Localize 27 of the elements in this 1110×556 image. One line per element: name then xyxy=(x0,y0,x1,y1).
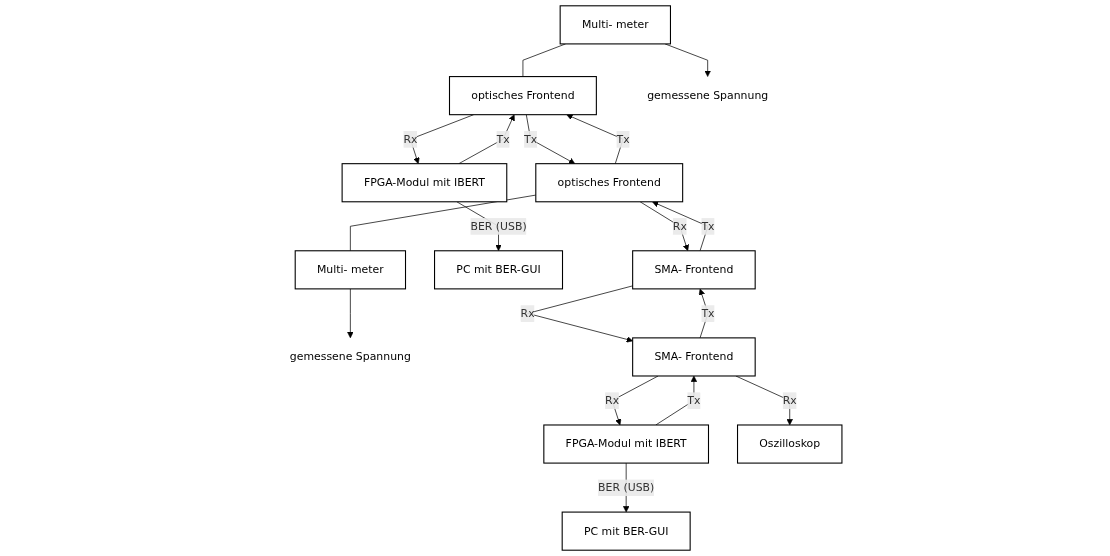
edge-label: Tx xyxy=(496,132,510,146)
edge-label: Tx xyxy=(701,219,715,233)
node-box: Multi- meter xyxy=(294,250,407,290)
node-text: gemessene Spannung xyxy=(647,88,769,102)
edge-label: Tx xyxy=(616,132,630,146)
edge-label: BER (USB) xyxy=(598,480,655,494)
edge-label: Tx xyxy=(701,306,715,320)
connector xyxy=(522,43,566,77)
edge-label: Rx xyxy=(403,132,418,146)
node-box: SMA- Frontend xyxy=(632,337,756,377)
edge-label: BER (USB) xyxy=(470,219,527,233)
node-box: SMA- Frontend xyxy=(632,250,756,290)
edge-label: Tx xyxy=(687,393,701,407)
node-box: optisches Frontend xyxy=(448,76,597,116)
node-box: optisches Frontend xyxy=(535,163,684,203)
node-box: FPGA-Modul mit IBERT xyxy=(543,424,710,464)
edge-label: Tx xyxy=(524,132,538,146)
node-box: Oszilloskop xyxy=(737,424,843,464)
node-box: Multi- meter xyxy=(559,5,671,45)
edge-label: Rx xyxy=(672,219,687,233)
node-box: PC mit BER-GUI xyxy=(434,250,564,290)
node-box: FPGA-Modul mit IBERT xyxy=(341,163,508,203)
edge-label: Rx xyxy=(782,393,797,407)
edge-label: Rx xyxy=(605,393,620,407)
node-box: PC mit BER-GUI xyxy=(561,511,691,551)
node-text: gemessene Spannung xyxy=(289,350,411,364)
edge-label: Rx xyxy=(520,306,535,320)
